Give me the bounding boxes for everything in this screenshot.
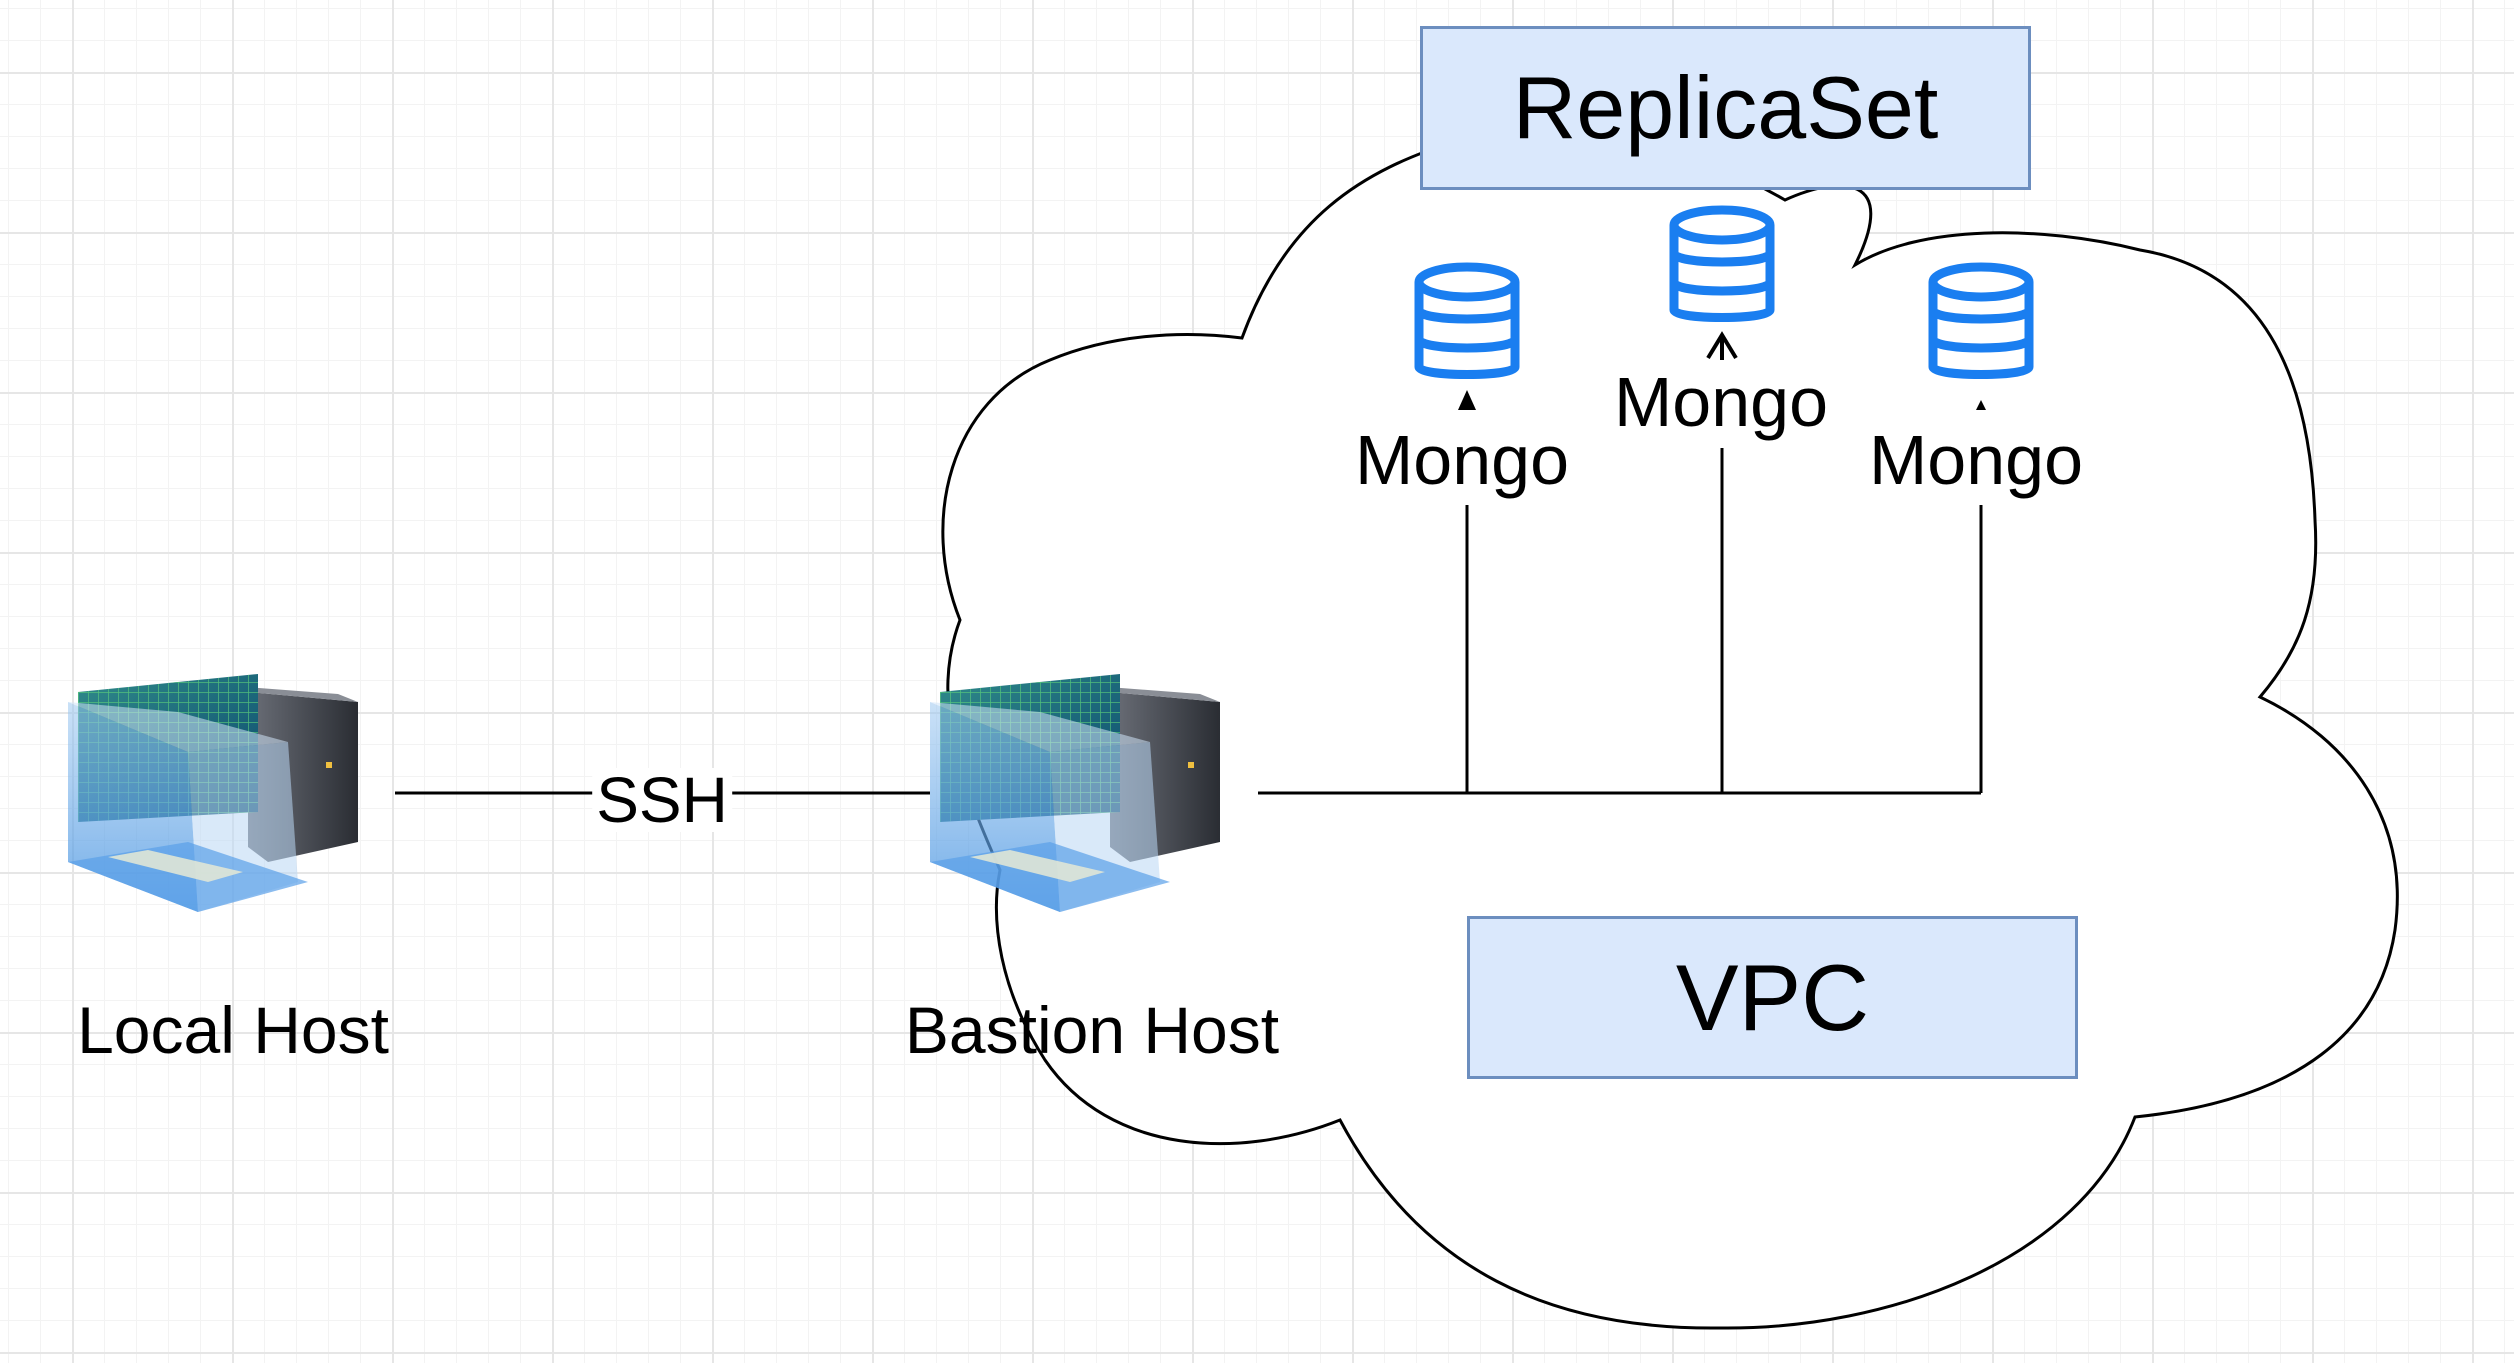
bastion-host-label: Bastion Host [904,993,1280,1067]
replicaset-box: ReplicaSet [1420,26,2031,190]
arrowhead-mongo-left [1458,390,1476,410]
replicaset-label: ReplicaSet [1512,58,1939,157]
computer-icon [68,674,358,912]
local-host-label: Local Host [77,993,389,1067]
arrowhead-mongo-center [1706,331,1738,360]
mongo-left-label: Mongo [1350,423,1574,497]
arrowhead-mongo-right [1976,400,1986,410]
ssh-edge-label: SSH [592,768,732,832]
vpc-box: VPC [1467,916,2078,1079]
mongo-right-label: Mongo [1864,423,2088,497]
vpc-label: VPC [1675,944,1870,1050]
mongo-center-label: Mongo [1609,365,1833,439]
